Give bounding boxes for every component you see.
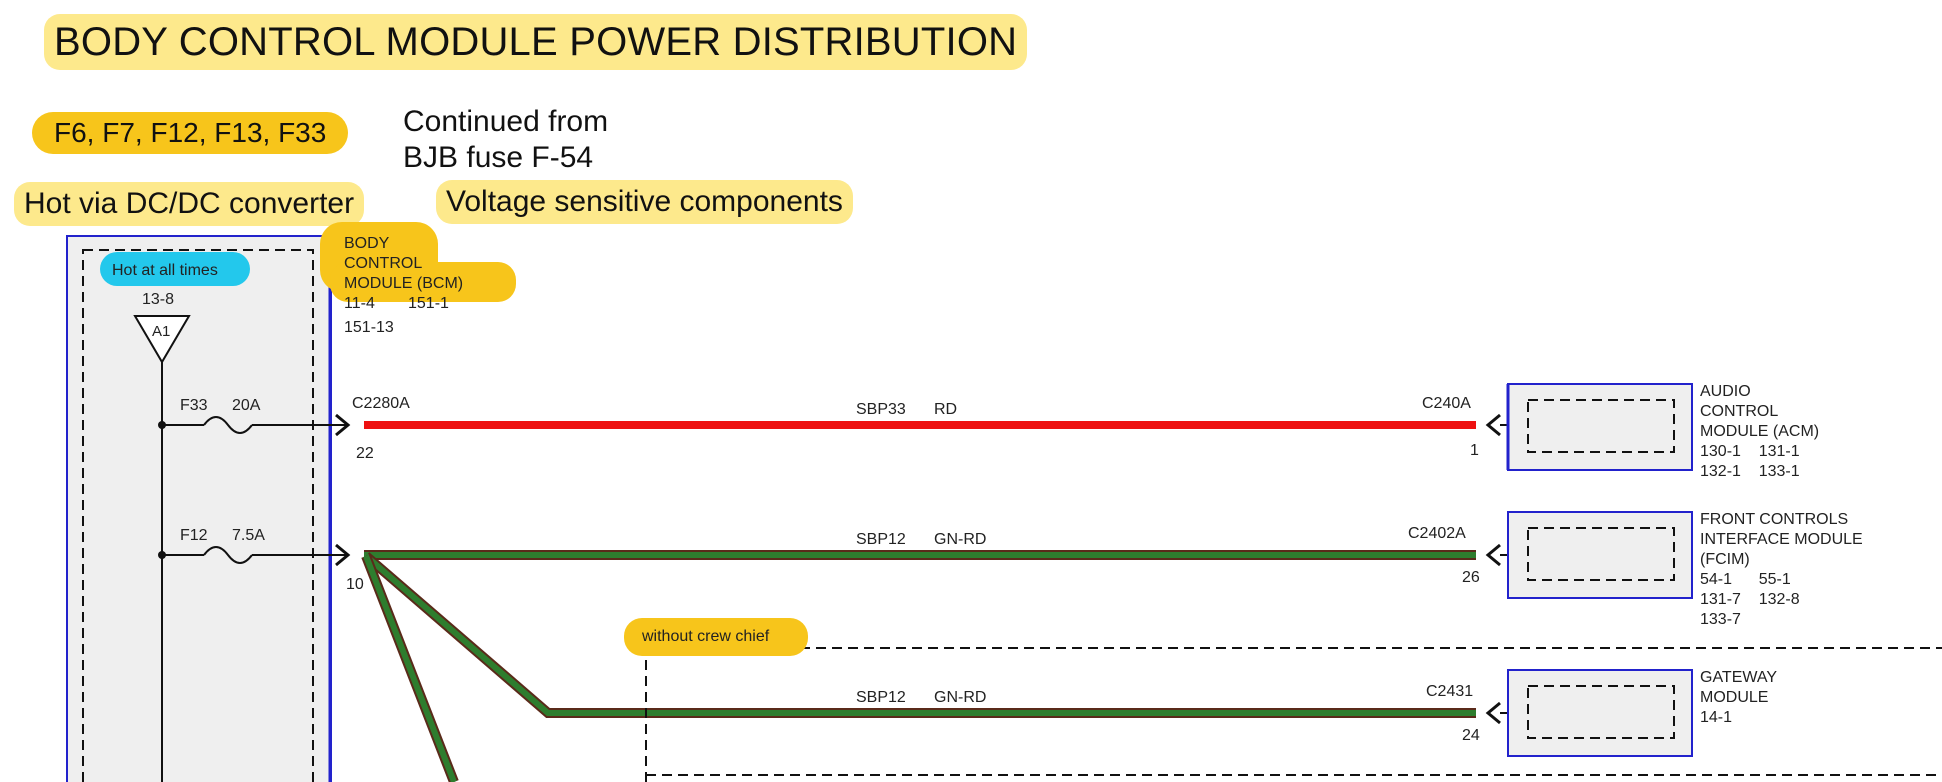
module-acm-label: AUDIO CONTROL MODULE (ACM) 130-1 131-1 1… [1700,383,1819,480]
bcm-label-line1: BODY [344,235,390,252]
hot-ref-label: 13-8 [142,291,174,308]
connector-c240a: C240A [1422,395,1471,412]
page-title: BODY CONTROL MODULE POWER DISTRIBUTION [44,14,1028,70]
fuse-f12-amps: 7.5A [232,527,265,544]
fuse-f12: F12 7.5A [162,527,346,564]
module-gateway-label: GATEWAY MODULE 14-1 [1700,669,1777,726]
connector-c2431: C2431 [1426,683,1473,700]
module-fcim-ref: 133-7 [1700,611,1741,628]
connector-chevron-icon [1485,701,1501,725]
fuse-f33: F33 20A [162,397,346,434]
connector-c2402a: C2402A [1408,525,1466,542]
module-acm-line: MODULE (ACM) [1700,423,1819,440]
module-fcim-line: (FCIM) [1700,551,1750,568]
terminal-a1-label: A1 [152,323,170,340]
bcm-label: BODY CONTROL MODULE (BCM) 11-4 151-1 151… [344,235,463,336]
fuse-list-label: F6, F7, F12, F13, F33 [32,112,349,154]
bcm-ref-1: 11-4 [344,295,375,312]
hot-at-all-times-label: Hot at all times [112,262,218,279]
without-crew-chief-badge [624,618,808,656]
module-fcim-line: INTERFACE MODULE [1700,531,1863,548]
module-acm-box [1506,383,1693,471]
connector-chevron-icon [1485,543,1501,567]
continued-note-line2: BJB fuse F-54 [403,141,594,174]
bcm-label-line2: CONTROL [344,255,422,272]
fuse-icon [203,416,253,434]
bcm-ref-2: 151-1 [408,295,449,312]
circuit-color-gn-rd-gateway: GN-RD [934,689,986,706]
pin-10: 10 [346,576,364,593]
pin-22: 22 [356,445,374,462]
continued-note-line1: Continued from [403,105,609,138]
terminal-a1-icon [133,315,191,364]
bcm-label-line3: MODULE (BCM) [344,275,463,292]
pin-1: 1 [1470,442,1479,459]
hot-at-all-times-badge [100,252,250,286]
connector-chevron-icon [335,413,351,437]
module-acm-line: CONTROL [1700,403,1778,420]
without-crew-chief-label: without crew chief [641,628,770,645]
module-gateway-box [1507,669,1693,757]
bcm-box [66,235,332,782]
bcm-highlight [320,222,516,302]
connector-chevron-icon [1485,413,1501,437]
circuit-color-gn-rd: GN-RD [934,531,986,548]
pin-24: 24 [1462,727,1480,744]
fuse-icon [203,546,253,564]
module-fcim-ref: 131-7 132-8 [1700,591,1800,608]
circuit-sbp12-gateway: SBP12 [856,689,906,706]
circuit-color-rd: RD [934,401,957,418]
fuse-f33-amps: 20A [232,397,261,414]
wire-sbp12 [361,550,1476,782]
module-gateway-line: GATEWAY [1700,669,1777,686]
module-acm-line: AUDIO [1700,383,1751,400]
circuit-sbp12: SBP12 [856,531,906,548]
voltage-sensitive-label: Voltage sensitive components [436,180,853,224]
hot-via-dc-label: Hot via DC/DC converter [14,182,365,226]
connector-c2280a: C2280A [352,395,410,412]
continued-note: Continued from BJB fuse F-54 [403,104,608,176]
module-fcim-ref: 54-1 55-1 [1700,571,1791,588]
bcm-ref-3: 151-13 [344,319,394,336]
module-acm-ref: 130-1 131-1 [1700,443,1800,460]
module-fcim-box [1507,511,1693,599]
module-gateway-ref: 14-1 [1700,709,1732,726]
pin-26: 26 [1462,569,1480,586]
circuit-sbp33: SBP33 [856,401,906,418]
fuse-f33-name: F33 [180,397,208,414]
module-fcim-line: FRONT CONTROLS [1700,511,1848,528]
module-fcim-label: FRONT CONTROLS INTERFACE MODULE (FCIM) 5… [1700,511,1863,628]
connector-chevron-icon [335,543,351,567]
module-gateway-line: MODULE [1700,689,1768,706]
fuse-f12-name: F12 [180,527,208,544]
module-acm-ref: 132-1 133-1 [1700,463,1800,480]
